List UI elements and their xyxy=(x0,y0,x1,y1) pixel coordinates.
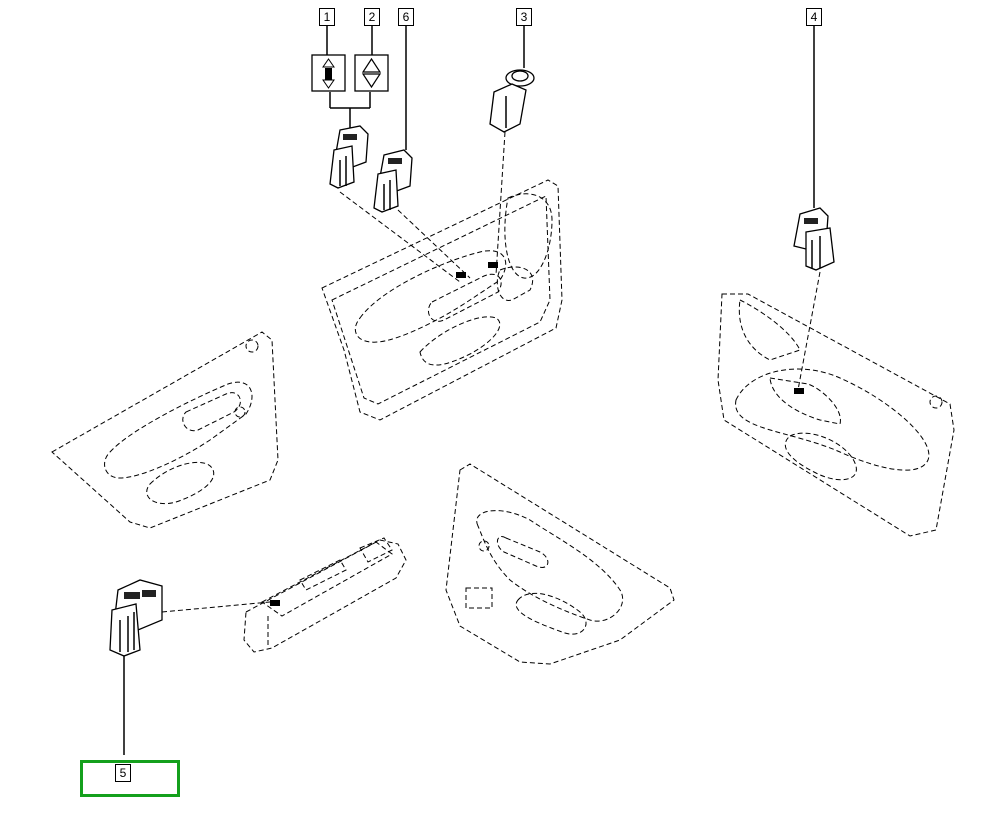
window-up-down-icon xyxy=(354,54,389,92)
callout-6: 6 xyxy=(398,8,414,26)
rear-left-door-panel xyxy=(51,331,279,529)
window-up-down-one-touch-icon xyxy=(311,54,346,92)
centre-console xyxy=(243,537,407,653)
callout-3: 3 xyxy=(516,8,532,26)
rear-right-door-panel xyxy=(445,463,675,665)
callout-4: 4 xyxy=(806,8,822,26)
front-right-door-panel xyxy=(717,293,955,537)
window-switch-6 xyxy=(373,149,413,213)
callout-5: 5 xyxy=(115,764,131,782)
window-switch-4 xyxy=(793,207,835,271)
assembly-line-switch-4 xyxy=(797,271,821,391)
assembly-line-switch-1-2 xyxy=(339,191,461,283)
callout-1: 1 xyxy=(319,8,335,26)
callout-2: 2 xyxy=(364,8,380,26)
assembly-line-switch-6 xyxy=(397,209,471,279)
front-left-door-panel xyxy=(321,179,563,421)
window-switch-5 xyxy=(109,579,163,657)
window-switch-1-2 xyxy=(329,125,369,189)
door-lock-switch-3 xyxy=(489,69,535,133)
assembly-line-switch-5 xyxy=(161,601,271,613)
callout-5-highlight xyxy=(80,760,180,797)
